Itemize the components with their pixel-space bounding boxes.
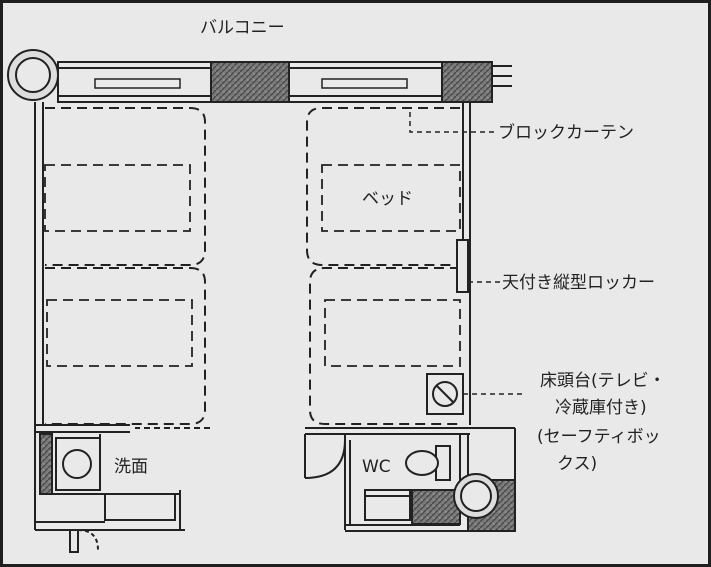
room-walls: [34, 102, 515, 530]
wall-block-center: [210, 61, 290, 103]
bedside-label-line3: (セーフティボッ: [537, 427, 661, 447]
washroom: [35, 433, 185, 553]
floor-plan: バルコニー ブロックカーテン ベッド 天付き縦型ロッカー 床頭台(テレビ・ 冷蔵…: [7, 18, 666, 553]
column-bottom-right: [453, 428, 516, 532]
floor-plan-frame: バルコニー ブロックカーテン ベッド 天付き縦型ロッカー 床頭台(テレビ・ 冷蔵…: [3, 3, 708, 564]
bedside-cabinet: [426, 373, 464, 415]
wash-basin: [62, 449, 92, 479]
bedside-label-line2: 冷蔵庫付き): [555, 398, 647, 418]
locker-unit: [456, 239, 469, 293]
bed-right-top: [306, 107, 461, 266]
bed-right-bottom: [309, 267, 461, 425]
block-curtain-label: ブロックカーテン: [498, 122, 634, 143]
balcony-label: バルコニー: [200, 18, 285, 38]
wc-label: WC: [362, 457, 391, 477]
bed-left-bottom: [45, 267, 206, 425]
toilet-fixture: [405, 445, 451, 481]
bedside-label-line1: 床頭台(テレビ・: [540, 371, 666, 391]
leader-lines: [462, 131, 525, 395]
wall-block-right: [441, 61, 493, 103]
wc-sink: [364, 489, 411, 521]
locker-label: 天付き縦型ロッカー: [502, 273, 655, 293]
bed-left-top: [44, 107, 206, 266]
bed-label: ベッド: [362, 189, 413, 209]
curtain-track: [409, 112, 462, 133]
bedside-label-line4: クス): [557, 454, 597, 474]
balcony-wall: [7, 49, 512, 103]
washroom-label: 洗面: [114, 457, 148, 477]
